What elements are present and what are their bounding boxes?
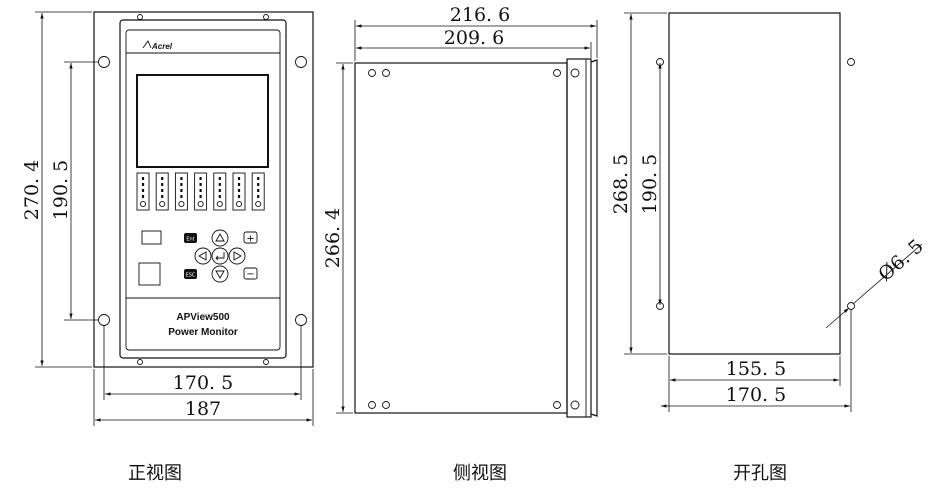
- front-view-caption: 正视图: [128, 463, 182, 484]
- screw-icon: [263, 359, 269, 365]
- screw-icon: [570, 68, 580, 78]
- indicator-slot: [213, 172, 227, 211]
- arrow-right-key[interactable]: [228, 247, 246, 265]
- dim-hole-diameter: Ø6. 5: [874, 235, 928, 286]
- screw-icon: [382, 69, 390, 77]
- dim-front-width-holes: 170. 5: [173, 372, 233, 394]
- side-screws: [368, 68, 580, 410]
- screw-icon: [368, 69, 376, 77]
- indicator-slot: [136, 172, 150, 211]
- model-name: APView500: [176, 312, 230, 323]
- back-key[interactable]: [184, 269, 197, 279]
- screw-icon: [382, 401, 390, 409]
- indicator-slot: [155, 172, 169, 211]
- confirm-key[interactable]: [211, 247, 229, 265]
- dim-front-height-total: 270. 4: [21, 160, 43, 220]
- enter-key[interactable]: [184, 233, 197, 243]
- function-key[interactable]: [138, 262, 161, 286]
- cutout-view: 268. 5 190. 5 155. 5 170. 5 Ø6. 5 开孔图: [610, 12, 928, 484]
- screw-icon: [263, 14, 269, 20]
- flange-holes: [98, 14, 307, 365]
- side-bezel: [590, 59, 598, 417]
- lcd-screen: [136, 74, 269, 168]
- arrow-left-key[interactable]: [194, 247, 212, 265]
- front-flange: [93, 11, 314, 368]
- screw-icon: [368, 401, 376, 409]
- dim-cutout-height-holes: 190. 5: [639, 154, 661, 214]
- plus-key-label: +: [246, 234, 254, 245]
- function-key[interactable]: [141, 230, 162, 245]
- brand-name: Acrel: [151, 42, 173, 51]
- hole-icon: [847, 58, 855, 66]
- screw-icon: [553, 69, 561, 77]
- indicator-slot: [174, 172, 188, 211]
- hole-icon: [98, 314, 110, 326]
- arrow-up-key[interactable]: [211, 229, 229, 247]
- screw-icon: [137, 359, 143, 365]
- dim-cutout-height: 268. 5: [610, 154, 632, 214]
- dim-side-depth-total: 216. 6: [450, 4, 510, 26]
- screw-icon: [570, 400, 580, 410]
- panel-cutout: [668, 12, 841, 355]
- side-flange: [566, 58, 592, 418]
- indicator-strip: [136, 172, 265, 211]
- dim-front-width-total: 187: [185, 398, 221, 420]
- screw-icon: [137, 14, 143, 20]
- led-icon: [197, 200, 204, 208]
- side-view-caption: 侧视图: [453, 463, 507, 484]
- front-view: Acrel Ent ESC + −: [21, 11, 314, 484]
- cutout-holes: [656, 58, 855, 310]
- dim-side-depth-body: 209. 6: [444, 27, 504, 49]
- back-key-label: ESC: [186, 273, 196, 279]
- brand-logo: Acrel: [142, 40, 173, 51]
- arrow-down-key[interactable]: [211, 265, 229, 283]
- hole-icon: [295, 314, 307, 326]
- keypad: Ent ESC + −: [184, 229, 258, 283]
- front-face-panel: [125, 29, 281, 351]
- plus-key[interactable]: [243, 231, 258, 244]
- led-icon: [159, 200, 166, 208]
- direction-pad: [194, 229, 246, 283]
- indicator-slot: [194, 172, 208, 211]
- dim-front-height-holes: 190. 5: [50, 160, 72, 220]
- minus-key-label: −: [246, 269, 254, 280]
- model-subtitle: Power Monitor: [168, 327, 238, 338]
- enter-key-label: Ent: [186, 237, 194, 243]
- screw-icon: [553, 401, 561, 409]
- dim-cutout-width-holes: 170. 5: [726, 384, 786, 406]
- led-icon: [235, 200, 243, 208]
- led-icon: [178, 200, 185, 208]
- side-view: 216. 6 209. 6 266. 4 侧视图: [322, 4, 598, 484]
- minus-key[interactable]: [243, 267, 258, 280]
- hole-icon: [98, 56, 110, 68]
- led-icon: [139, 200, 147, 208]
- led-icon: [216, 200, 223, 208]
- dim-cutout-width: 155. 5: [726, 358, 786, 380]
- cutout-view-caption: 开孔图: [733, 463, 787, 484]
- front-device-body: [119, 19, 287, 359]
- indicator-slot: [251, 172, 265, 211]
- hole-icon: [295, 56, 307, 68]
- indicator-slot: [232, 172, 246, 211]
- hole-icon: [847, 302, 855, 310]
- side-body: [354, 62, 568, 414]
- led-icon: [255, 200, 262, 208]
- dim-side-height: 266. 4: [322, 208, 344, 268]
